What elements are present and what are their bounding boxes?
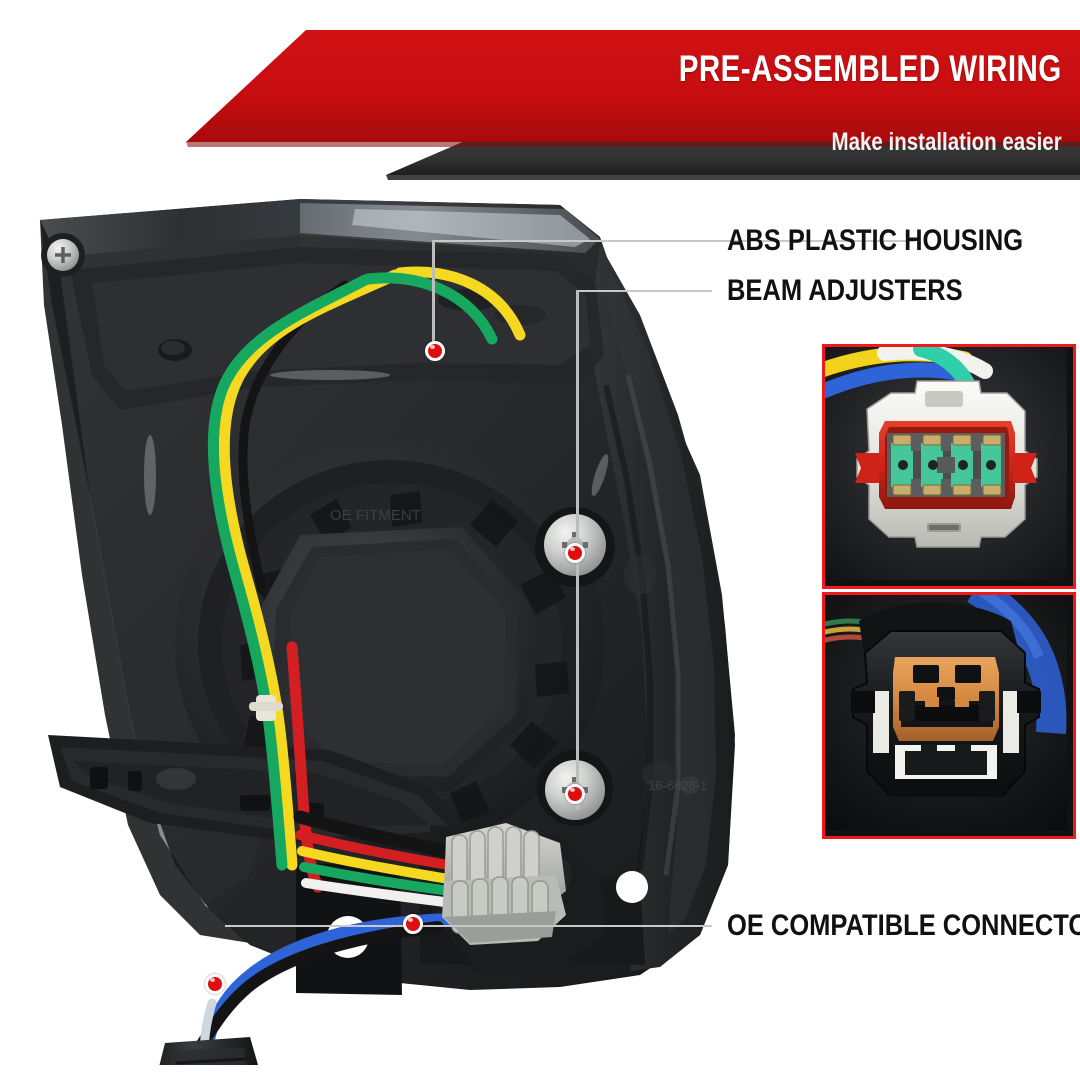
svg-text:OE FITMENT: OE FITMENT (330, 507, 421, 524)
leader-line-beam-horizontal (576, 290, 712, 292)
wire-harness (190, 266, 526, 1060)
banner-red-band (186, 30, 1080, 142)
callout-label-beam-adjusters: BEAM ADJUSTERS (727, 274, 963, 307)
product-photo: 16-6628-1 (40, 199, 735, 1065)
marker-beam-adjuster-upper[interactable] (565, 543, 585, 563)
bulb-access-cover: OE FITMENT (175, 440, 605, 850)
leader-line-oe-horizontal (225, 925, 712, 927)
banner-title: PRE-ASSEMBLED WIRING (679, 48, 1062, 89)
wire-tie (249, 695, 283, 721)
marker-connector-black[interactable] (205, 974, 225, 994)
inset-multi-pin-connector[interactable] (822, 344, 1076, 589)
banner-subtitle: Make installation easier (831, 128, 1062, 156)
header-banner: PRE-ASSEMBLED WIRING Make installation e… (0, 0, 1080, 185)
leader-line-abs-horizontal-inner (432, 240, 712, 242)
housing-right-wall: 16-6628-1 (588, 245, 735, 971)
callout-label-abs-plastic-housing: ABS PLASTIC HOUSING (727, 224, 1024, 257)
leader-line-abs-vertical (432, 240, 435, 346)
marker-abs-plastic-housing[interactable] (425, 341, 445, 361)
marker-connector-white[interactable] (403, 914, 423, 934)
callout-label-oe-compatible-connectors: OE COMPATIBLE CONNECTORS (727, 909, 1080, 942)
marker-beam-adjuster-lower[interactable] (565, 784, 585, 804)
green-wire (207, 274, 371, 871)
black-wire (190, 921, 444, 1059)
banner-dark-band (386, 118, 1080, 175)
black-round-connector (159, 1037, 258, 1065)
yellow-wire (218, 269, 401, 871)
svg-text:16-6628-1: 16-6628-1 (648, 778, 707, 793)
leader-line-abs-horizontal (700, 240, 915, 242)
corner-mount-screw (41, 233, 85, 277)
white-multi-pin-connector (442, 823, 566, 945)
inset-two-pin-connector[interactable] (822, 592, 1076, 839)
